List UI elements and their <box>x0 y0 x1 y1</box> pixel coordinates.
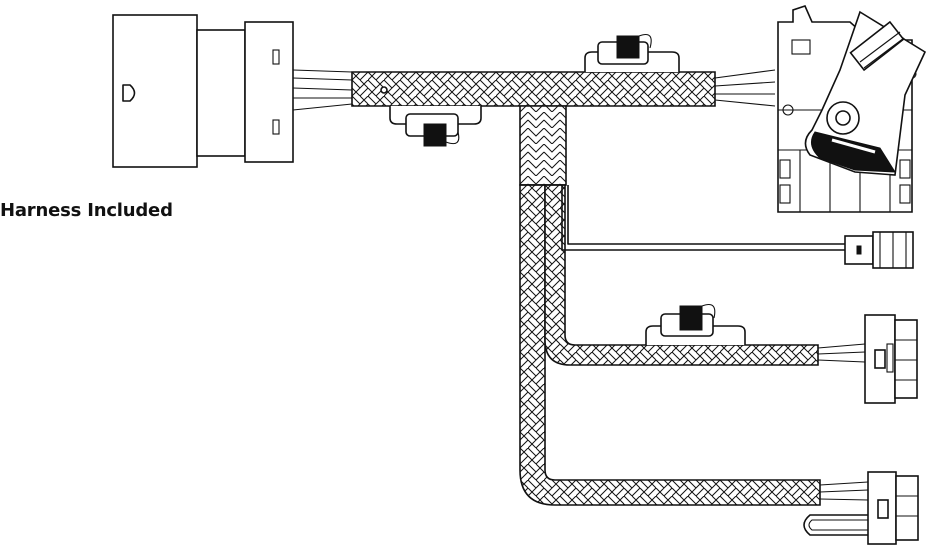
vertical-branch <box>519 105 821 506</box>
signal-wire <box>561 185 914 269</box>
sensor-module <box>777 5 927 213</box>
bottom-connector <box>803 471 919 545</box>
cable-clip-top <box>584 33 680 72</box>
left-connector <box>112 14 353 168</box>
middle-connector <box>817 314 918 404</box>
cable-clip-middle <box>645 303 746 345</box>
cable-clip-bottom <box>389 106 482 147</box>
main-trunk <box>351 71 716 107</box>
device-wires <box>714 69 776 107</box>
harness-caption: Harness Included <box>0 200 173 221</box>
